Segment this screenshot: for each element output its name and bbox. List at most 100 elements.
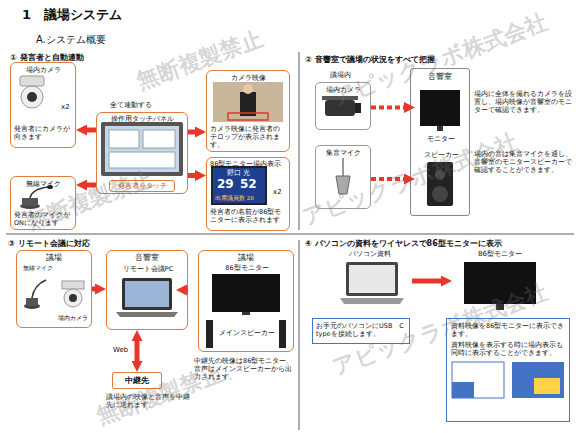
- microphone-icon: [26, 298, 38, 306]
- monitor-icon: [437, 126, 443, 131]
- device-box: パソコン資料: [328, 248, 412, 314]
- touch-panel-icon: [105, 126, 179, 172]
- camera-photo: [243, 84, 253, 94]
- camera-photo: [213, 82, 283, 122]
- note-text: 場内に全体を撮れるカメラを設置し、場内映像が音響室のモニターで確認できます。: [474, 90, 574, 114]
- microphone-icon: [24, 280, 46, 309]
- node-text: カメラ映像: [207, 73, 289, 83]
- room-box: 音響室モニタースピーカー: [410, 68, 470, 216]
- screen-text: 出席議員数 28: [215, 195, 254, 202]
- node-text: 発言者にカメラが向きます: [14, 125, 72, 141]
- screen-layout-icon: [452, 362, 504, 398]
- camera-icon: [21, 86, 43, 108]
- camera-icon: [20, 76, 44, 86]
- screen-layout-icon: [512, 362, 564, 398]
- monitor-screen: [212, 167, 266, 204]
- laptop-icon: [340, 262, 404, 304]
- camera-icon: [27, 92, 37, 102]
- device-box: モニター: [415, 85, 467, 147]
- section-heading: ④ パソコンの資料をワイヤレスで86型モニターに表示: [305, 238, 502, 249]
- divider-line: [6, 234, 574, 235]
- node-text: 集音マイク: [316, 148, 370, 158]
- node-text: リモート会議PC: [111, 265, 185, 274]
- speaker-icon: [206, 320, 213, 348]
- monitor-icon: [420, 90, 460, 126]
- subtitle: A.システム概要: [36, 33, 106, 47]
- edge-label: Web: [113, 346, 128, 354]
- node-text: 無線マイク: [21, 264, 55, 273]
- watermark: 無断複製禁止: [93, 358, 227, 431]
- room-box: 音響室リモート会議PC: [106, 250, 188, 330]
- laptop-icon: [116, 278, 178, 317]
- device-box: メインスピーカー: [203, 319, 291, 349]
- camera-photo: [228, 113, 268, 120]
- microphone-icon: [343, 158, 344, 176]
- node-text: 発言者の名前が86型モニターに表示されます: [210, 208, 286, 224]
- room-box: 議場無線マイク場内カメラ: [16, 250, 92, 328]
- node-text: メインスピーカー: [203, 329, 291, 338]
- camera-icon: [64, 289, 82, 307]
- node-text: 音響室: [107, 252, 187, 263]
- camera-photo: [213, 82, 283, 122]
- node-text: 場内カメラ: [56, 314, 90, 323]
- flow-arrow: [371, 106, 404, 110]
- node-text: 議場: [199, 252, 293, 263]
- screen-text: 29: [217, 177, 234, 191]
- flow-arrow: [187, 288, 188, 293]
- camera-icon: [62, 281, 84, 307]
- touch-panel-icon: [109, 130, 139, 148]
- annotation: 全て連動する: [110, 100, 152, 110]
- laptop-icon: [125, 281, 169, 307]
- room-box: 議場86型モニターメインスピーカー: [198, 250, 294, 352]
- screen-layout-icon: [452, 382, 474, 398]
- flow-arrow: [188, 173, 195, 178]
- monitor-icon: [242, 312, 250, 315]
- section-heading: ① 発言者と自動連動: [10, 52, 84, 63]
- device-box: 場内カメラ: [56, 264, 90, 326]
- monitor-icon: [212, 274, 280, 312]
- touch-panel-icon: [143, 130, 175, 148]
- node-text: 場内カメラ: [11, 65, 75, 75]
- device-box: 86型モニター場内表示 x2 発言者の名前が86型モニターに表示されます: [206, 157, 290, 231]
- laptop-icon: [116, 312, 178, 317]
- node-text: x2: [273, 188, 282, 196]
- screen-layout-icon: [534, 378, 560, 394]
- flow-arrow: [92, 287, 95, 292]
- screen-layout-icon: [452, 362, 564, 398]
- device-box: カメラ映像カメラ映像に発言者のテロップが表示されます。: [206, 70, 290, 152]
- device-box: 場内カメラ x2 発言者にカメラが向きます: [10, 62, 76, 148]
- divider-line: [299, 240, 300, 430]
- node-text: x2: [61, 103, 70, 111]
- node-text: 議場: [17, 252, 91, 263]
- monitor-screen: [212, 167, 266, 204]
- node-text: 無線マイク: [11, 179, 75, 189]
- flow-arrow: [188, 130, 195, 135]
- flow-arrow: [87, 128, 96, 133]
- node-text: モニター: [415, 135, 467, 144]
- flow-arrow: [135, 341, 140, 361]
- node-text: 86型モニター: [203, 264, 291, 273]
- node-text: カメラ映像に発言者のテロップが表示されます。: [210, 125, 286, 149]
- screen-text: 野口 光: [227, 169, 250, 178]
- node-text: 86型モニター: [452, 249, 548, 259]
- microphone-icon: [32, 280, 46, 298]
- device-box: 86型モニター: [203, 264, 291, 316]
- microphone-icon: [30, 187, 48, 198]
- camera-icon: [69, 294, 77, 302]
- speaker-icon: [279, 320, 286, 348]
- device-box: 無線マイク: [21, 264, 55, 326]
- monitor-icon: [420, 90, 460, 131]
- laptop-icon: [122, 278, 172, 310]
- monitor-icon: [212, 274, 280, 315]
- screen-text: 52: [240, 177, 257, 191]
- laptop-icon: [340, 298, 404, 304]
- node-text: パソコン資料: [328, 249, 412, 259]
- node-text: 86型モニター場内表示: [210, 160, 281, 169]
- flow-arrow: [412, 279, 441, 284]
- watermark: 無断複製禁止: [23, 163, 157, 236]
- speaker-icon: [432, 186, 448, 202]
- device-box: リモート会議PC: [111, 265, 185, 327]
- camera-icon: [62, 281, 84, 289]
- node-text: 資料映像を表示する時に場内表示も同時に表示することができます。: [451, 341, 565, 357]
